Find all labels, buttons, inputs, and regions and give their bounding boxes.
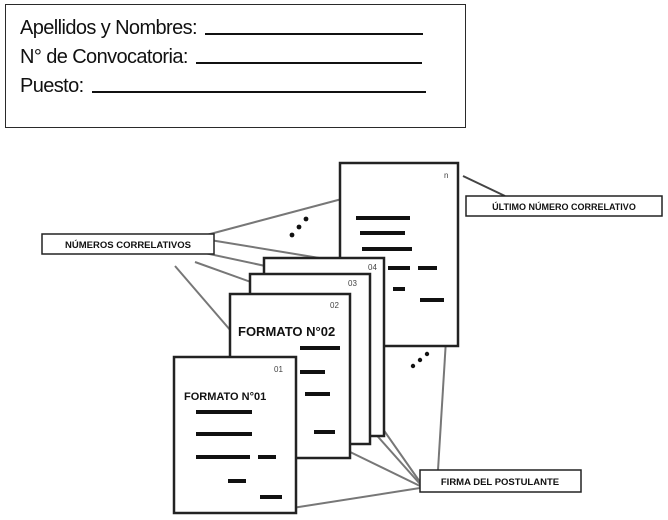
page-01-number: 01	[274, 365, 283, 374]
page-02-number: 02	[330, 301, 339, 310]
callout-numeros-text: NÚMEROS CORRELATIVOS	[65, 239, 191, 251]
callout-firma: FIRMA DEL POSTULANTE	[419, 469, 582, 493]
position-row: Puesto:	[20, 69, 451, 98]
callout-numeros: NÚMEROS CORRELATIVOS	[41, 233, 215, 255]
call-number-label: N° de Convocatoria:	[20, 46, 188, 68]
page-03-number: 03	[348, 279, 357, 288]
page-01-title: FORMATO N°01	[184, 391, 266, 403]
position-label: Puesto:	[20, 75, 84, 97]
page-02-title: FORMATO N°02	[238, 324, 335, 339]
page-n-number: n	[444, 171, 448, 180]
ultimo-leader	[462, 175, 506, 197]
full-name-label: Apellidos y Nombres:	[20, 17, 198, 39]
page-04-number: 04	[368, 263, 377, 272]
ellipsis-bottom	[410, 351, 430, 369]
call-number-line[interactable]	[195, 62, 422, 64]
callout-firma-text: FIRMA DEL POSTULANTE	[441, 477, 559, 488]
call-number-row: N° de Convocatoria:	[20, 40, 451, 69]
full-name-row: Apellidos y Nombres:	[20, 11, 451, 40]
page-n-text-lines	[356, 216, 444, 302]
full-name-line[interactable]	[204, 33, 423, 35]
ellipsis-top	[289, 216, 309, 238]
page-01-text-lines	[196, 410, 282, 499]
page-01: 01 FORMATO N°01	[172, 355, 298, 515]
callout-ultimo: ÚLTIMO NÚMERO CORRELATIVO	[465, 195, 663, 217]
page-02-text-lines	[300, 346, 340, 434]
applicant-info-box: Apellidos y Nombres: N° de Convocatoria:…	[5, 4, 466, 128]
callout-ultimo-text: ÚLTIMO NÚMERO CORRELATIVO	[492, 201, 636, 212]
position-line[interactable]	[91, 91, 426, 93]
